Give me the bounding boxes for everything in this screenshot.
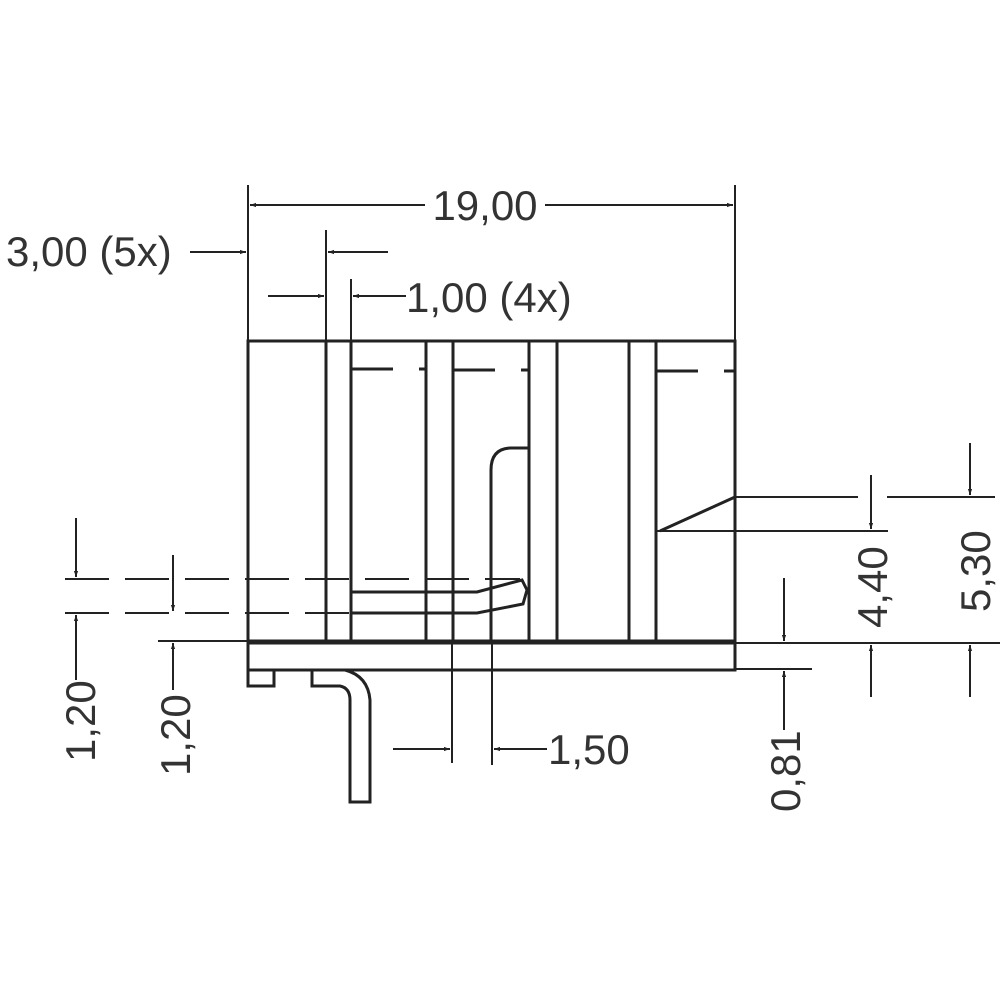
- solder-pin: [246, 668, 372, 804]
- overall-width-label: 19,00: [432, 182, 537, 229]
- dim-left-height-inner: 1,20: [152, 555, 248, 776]
- dim-wall-thickness: 1,00 (4x): [268, 274, 572, 341]
- dim-pin-gap: 1,50: [393, 643, 630, 773]
- dim-left-height-outer: 1,20: [57, 518, 104, 762]
- wall-thickness-label: 1,00 (4x): [406, 274, 572, 321]
- dim-latch-height: 4,40: [735, 475, 896, 697]
- pin-gap-label: 1,50: [548, 726, 630, 773]
- base-thickness-label: 0,81: [762, 730, 809, 812]
- left-height-outer-label: 1,20: [57, 680, 104, 762]
- connector-body: [65, 339, 737, 643]
- dim-base-thickness: 0,81: [735, 578, 1000, 812]
- latch-height-label: 4,40: [849, 546, 896, 628]
- dim-overall-width: 19,00: [247, 182, 736, 341]
- dim-pitch: 3,00 (5x): [6, 228, 388, 341]
- dim-total-height: 5,30: [735, 443, 999, 697]
- total-height-label: 5,30: [952, 530, 999, 612]
- left-height-inner-label: 1,20: [152, 694, 199, 776]
- pitch-label: 3,00 (5x): [6, 228, 172, 275]
